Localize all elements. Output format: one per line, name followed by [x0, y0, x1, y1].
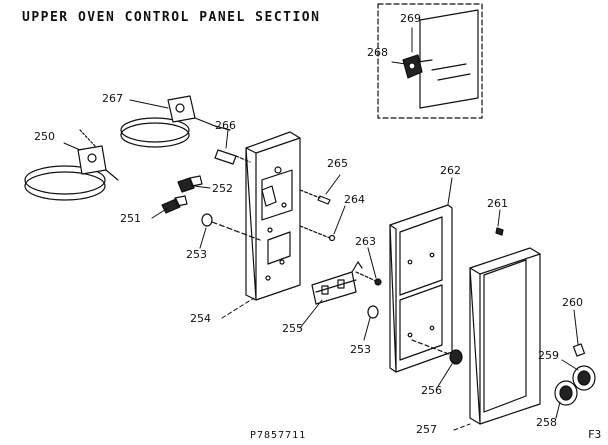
label-265: 265 — [327, 157, 348, 170]
label-253-lower: 253 — [350, 343, 371, 356]
label-253-upper: 253 — [186, 248, 207, 261]
part-252-bracket — [177, 175, 203, 193]
part-253-nut-lower — [367, 305, 379, 319]
label-267: 267 — [102, 92, 123, 105]
part-269-switch — [402, 54, 433, 79]
label-268: 268 — [367, 46, 388, 59]
label-263: 263 — [355, 235, 376, 248]
label-264: 264 — [344, 193, 365, 206]
part-250-thermostat — [24, 129, 119, 201]
part-260-spacer — [572, 343, 586, 357]
label-255: 255 — [282, 322, 303, 335]
part-264-screw — [299, 225, 336, 242]
label-262: 262 — [440, 164, 461, 177]
label-257: 257 — [416, 423, 437, 436]
part-257-frame — [469, 247, 541, 425]
part-263-screw — [355, 271, 382, 286]
part-267-thermostat — [120, 95, 231, 148]
part-266-bulb — [214, 149, 251, 165]
part-262-faceplate — [389, 204, 455, 373]
part-251-clip — [161, 195, 188, 214]
label-266: 266 — [215, 119, 236, 132]
label-260: 260 — [562, 296, 583, 309]
label-261: 261 — [487, 197, 508, 210]
label-251: 251 — [120, 212, 141, 225]
label-258: 258 — [536, 416, 557, 429]
label-269: 269 — [400, 12, 421, 25]
label-256: 256 — [421, 384, 442, 397]
part-265-screw — [299, 189, 331, 205]
part-258-knob — [554, 380, 578, 406]
part-261-screw — [495, 227, 504, 236]
label-250: 250 — [34, 130, 55, 143]
part-255-terminal-block — [311, 261, 363, 305]
label-254: 254 — [190, 312, 211, 325]
part-256-knob — [449, 349, 463, 365]
part-254-panel-bracket — [245, 131, 301, 301]
leader-lines — [63, 27, 579, 431]
diagram-title: UPPER OVEN CONTROL PANEL SECTION — [22, 10, 321, 25]
part-259-knob — [572, 365, 596, 391]
diagram-code: P7857711 — [250, 430, 307, 441]
inset-box-268 — [377, 3, 483, 119]
label-259: 259 — [538, 349, 559, 362]
label-252: 252 — [212, 182, 233, 195]
figure-reference: F3 — [588, 428, 602, 441]
